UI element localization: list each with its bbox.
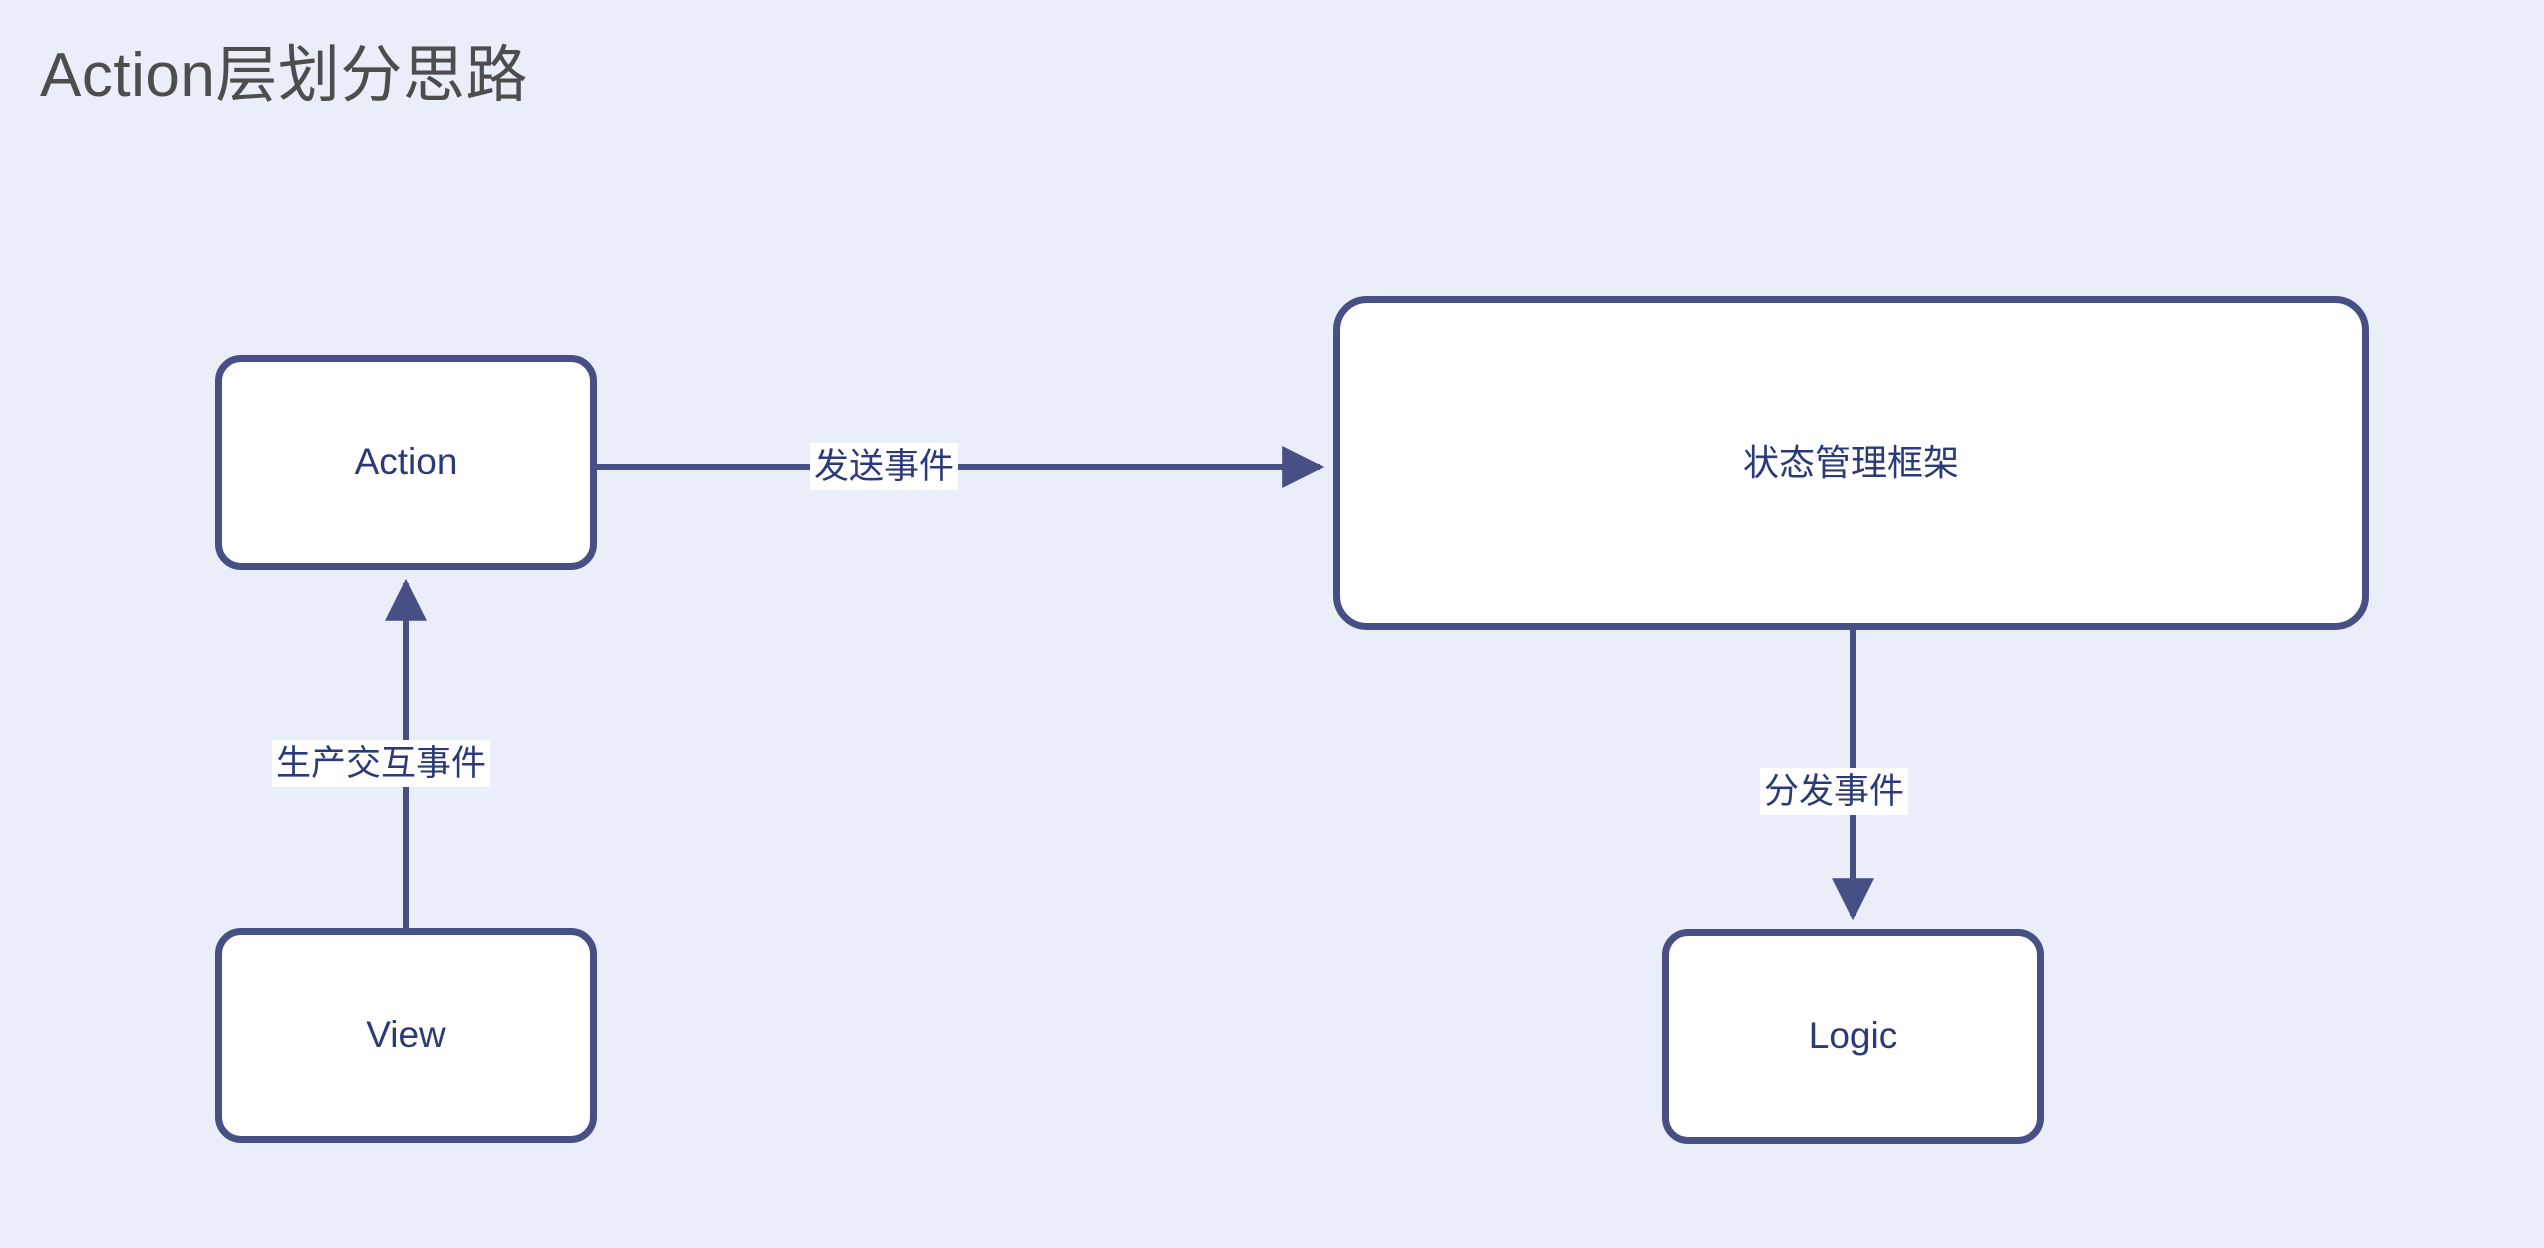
node-logic[interactable]: Logic [1662, 929, 2044, 1144]
node-logic-label: Logic [1808, 1015, 1898, 1057]
edge-label-action-to-framework: 发送事件 [810, 443, 959, 491]
node-framework[interactable]: 状态管理框架 [1333, 296, 2369, 630]
node-view[interactable]: View [215, 928, 597, 1143]
node-action-label: Action [354, 441, 458, 483]
node-view-label: View [366, 1014, 446, 1056]
node-action[interactable]: Action [215, 355, 597, 570]
edge-label-framework-to-logic: 分发事件 [1760, 768, 1909, 816]
edge-label-view-to-action: 生产交互事件 [272, 740, 491, 788]
node-framework-label: 状态管理框架 [1742, 442, 1959, 484]
page-title: Action层划分思路 [40, 41, 528, 110]
